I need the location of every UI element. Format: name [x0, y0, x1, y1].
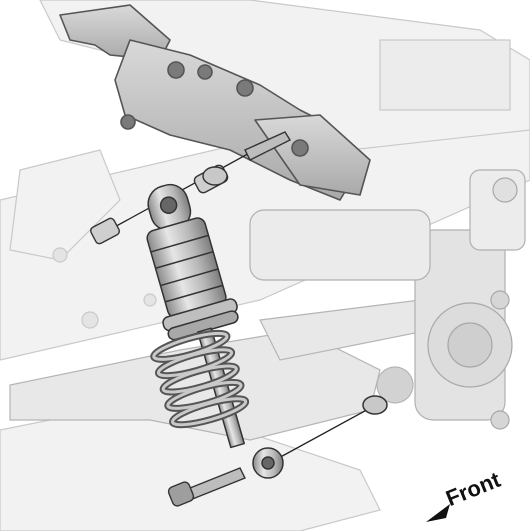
shock-spring: [150, 329, 250, 429]
lower-mounting-screw: [167, 467, 246, 507]
shock-absorber: [146, 183, 246, 449]
wheel-hub: [427, 177, 518, 430]
spacer-collar: [202, 166, 228, 186]
front-arrow-icon: [426, 504, 450, 522]
front-direction-indicator: Front: [424, 467, 528, 526]
ball-stud: [252, 395, 388, 479]
